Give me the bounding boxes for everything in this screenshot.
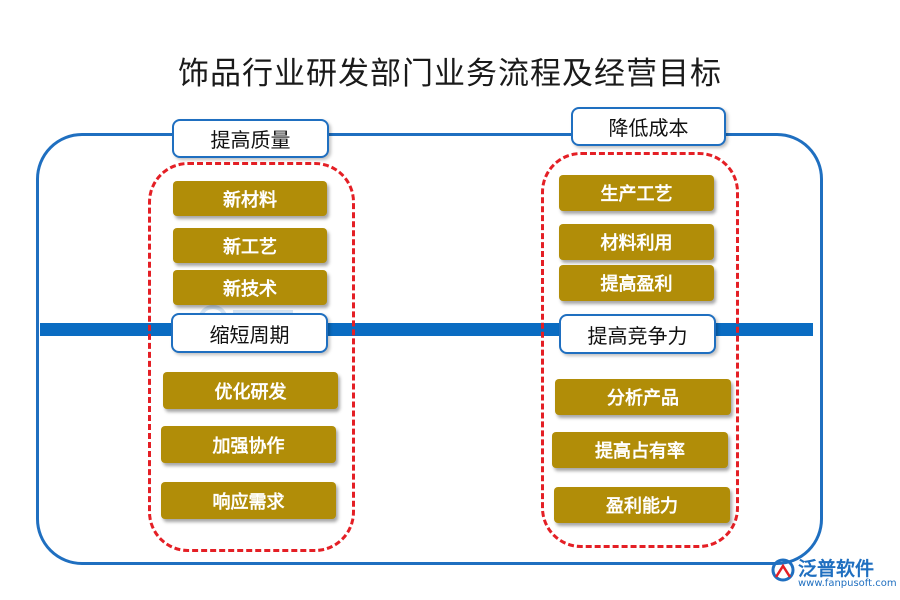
item-new-material: 新材料 [173, 181, 327, 216]
item-respond-demand: 响应需求 [161, 482, 336, 519]
item-strengthen-collaboration: 加强协作 [161, 426, 336, 463]
outer-frame [36, 133, 823, 565]
right-dashed-group [541, 152, 739, 548]
item-analyze-products: 分析产品 [555, 379, 731, 415]
item-increase-market-share: 提高占有率 [552, 432, 728, 468]
item-new-process: 新工艺 [173, 228, 327, 263]
item-improve-profit: 提高盈利 [559, 265, 714, 301]
fanpu-logo-icon [771, 558, 795, 582]
item-profitability: 盈利能力 [554, 487, 730, 523]
label-improve-quality: 提高质量 [172, 119, 329, 158]
logo-text: 泛普软件 [798, 558, 875, 580]
page-title: 饰品行业研发部门业务流程及经营目标 [178, 56, 722, 92]
item-production-process: 生产工艺 [559, 175, 714, 211]
label-shorten-cycle: 缩短周期 [171, 313, 328, 353]
fanpusoft-logo: 泛普软件 www.fanpusoft.com [770, 553, 897, 593]
item-optimize-rd: 优化研发 [163, 372, 338, 409]
item-new-technology: 新技术 [173, 270, 327, 305]
label-competitiveness: 提高竞争力 [559, 314, 716, 354]
label-reduce-cost: 降低成本 [571, 107, 726, 146]
logo-url: www.fanpusoft.com [798, 578, 897, 589]
left-dashed-group [148, 162, 355, 552]
item-material-utilization: 材料利用 [559, 224, 714, 260]
